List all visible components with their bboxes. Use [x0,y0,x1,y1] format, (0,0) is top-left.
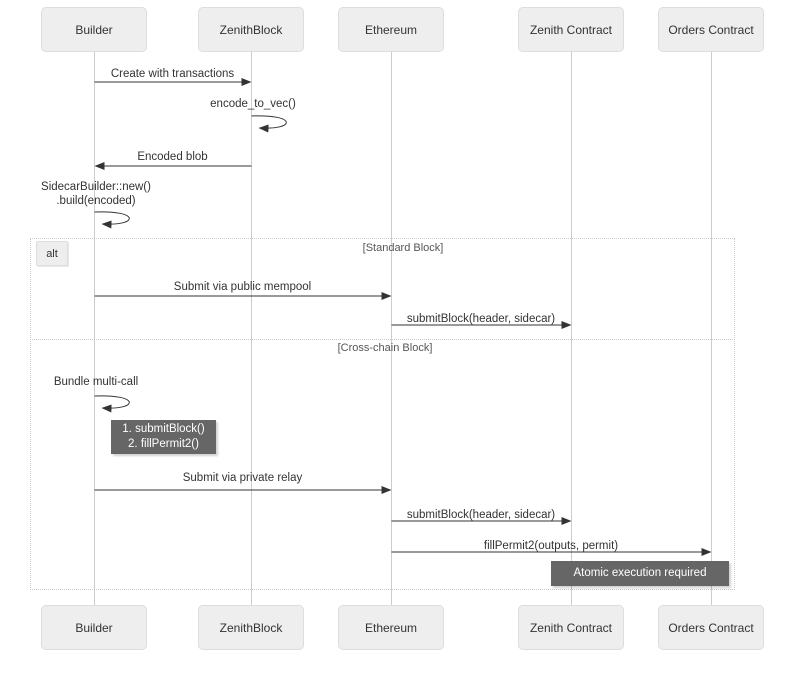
participant-zenithblock-top[interactable]: ZenithBlock [198,7,304,52]
participant-label: Zenith Contract [529,22,613,37]
lifelines-group [94,52,712,605]
participant-builder-bottom[interactable]: Builder [41,605,147,650]
participant-label: Orders Contract [668,620,754,635]
message-label-m5: Submit via public mempool [174,280,311,294]
message-label-line: Bundle multi-call [53,376,139,388]
message-label-m9: submitBlock(header, sidecar) [407,508,555,522]
participant-ethereum-bottom[interactable]: Ethereum [338,605,444,650]
participant-orders-bottom[interactable]: Orders Contract [658,605,764,650]
message-label-line: encode_to_vec() [210,98,296,110]
message-label-m2: encode_to_vec() [193,97,313,111]
message-label-m8: Submit via private relay [183,471,303,485]
note-atomic: Atomic execution required [551,561,729,586]
message-arrows-group [94,78,712,556]
note-line: 2. fillPermit2() [128,438,199,450]
participant-zenith-top[interactable]: Zenith Contract [518,7,624,52]
alt-condition-1: [Cross-chain Block] [337,342,433,354]
message-label-m4: SidecarBuilder::new().build(encoded) [36,180,156,208]
participant-label: Builder [75,22,113,37]
participant-builder-top[interactable]: Builder [41,7,147,52]
message-label-m6: submitBlock(header, sidecar) [407,312,555,326]
note-bundle: 1. submitBlock() 2. fillPermit2() [111,420,216,454]
participant-label: Orders Contract [668,22,754,37]
message-label-line: .build(encoded) [56,195,136,207]
message-label-m1: Create with transactions [111,67,234,81]
participant-orders-top[interactable]: Orders Contract [658,7,764,52]
message-label-line: fillPermit2(outputs, permit) [483,540,619,552]
participant-label: Ethereum [364,620,418,635]
alt-condition-0: [Standard Block] [362,242,444,254]
participant-label: Ethereum [364,22,418,37]
self-message-m4 [94,211,130,229]
message-label-line: Submit via private relay [182,472,303,484]
participant-label: ZenithBlock [219,620,283,635]
message-label-m3: Encoded blob [137,150,207,164]
message-label-m7: Bundle multi-call [36,375,156,389]
note-line: 1. submitBlock() [122,423,205,435]
participant-ethereum-top[interactable]: Ethereum [338,7,444,52]
participant-label: Zenith Contract [529,620,613,635]
message-label-line: Submit via public mempool [173,281,312,293]
participant-zenith-bottom[interactable]: Zenith Contract [518,605,624,650]
note-line: Atomic execution required [573,567,707,579]
self-message-m2 [251,115,287,133]
alt-fragment-tag: alt [36,241,68,266]
participant-label: Builder [75,620,113,635]
message-label-m10: fillPermit2(outputs, permit) [484,539,618,553]
self-message-m7 [94,395,130,413]
participant-zenithblock-bottom[interactable]: ZenithBlock [198,605,304,650]
participant-label: ZenithBlock [219,22,283,37]
message-label-line: SidecarBuilder::new() [41,181,151,193]
message-label-line: Encoded blob [137,151,208,163]
alt-fragment-divider [30,339,735,340]
message-label-line: Create with transactions [110,68,235,80]
message-label-line: submitBlock(header, sidecar) [406,313,556,325]
message-label-line: submitBlock(header, sidecar) [406,509,556,521]
